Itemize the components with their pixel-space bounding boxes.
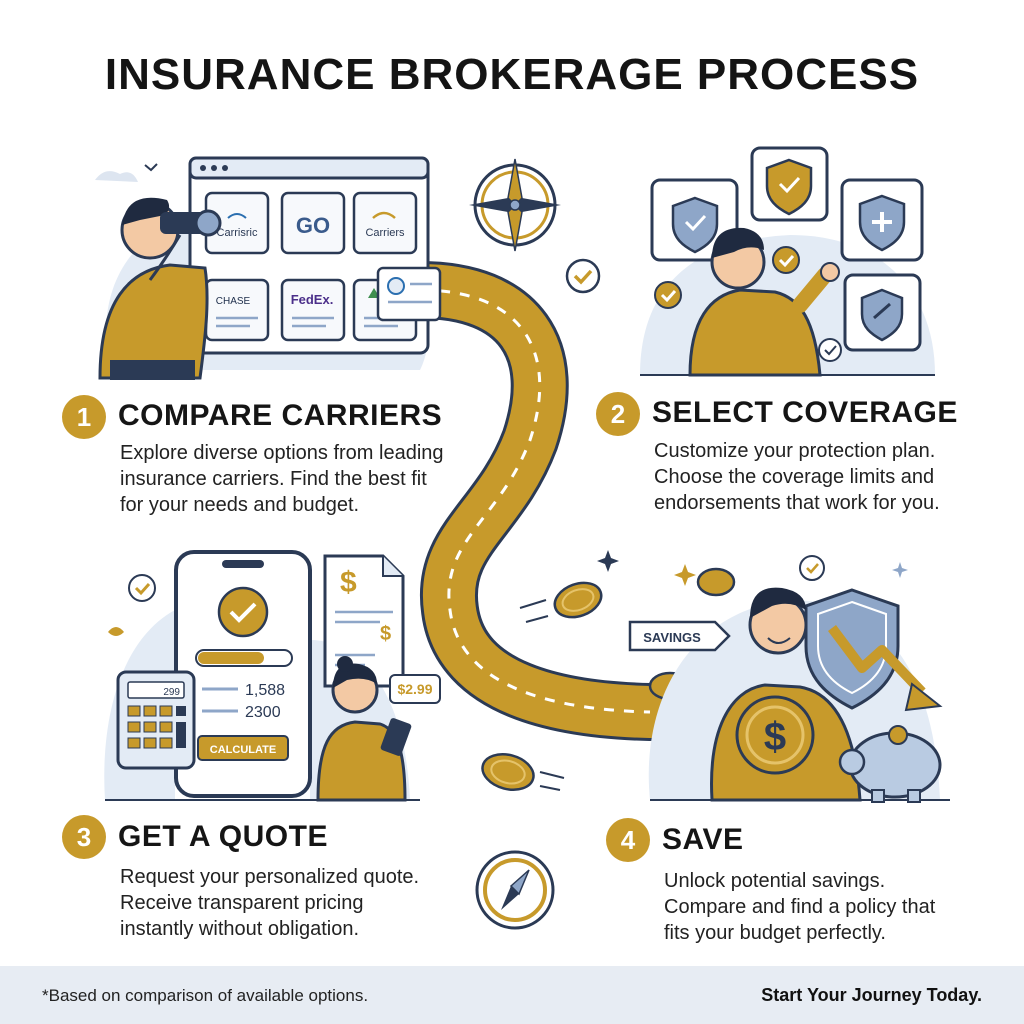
check-badge-icon <box>565 258 601 294</box>
step-2-line: endorsements that work for you. <box>654 492 940 514</box>
step-2-line: Customize your protection plan. <box>654 440 936 462</box>
invoice-dollar-small: $ <box>380 623 391 645</box>
step-4-badge: 4 <box>606 818 650 862</box>
step-4-line: Unlock potential savings. <box>664 870 886 892</box>
step-3-line: instantly without obligation. <box>120 918 360 940</box>
compare-carriers-illustration: Carrisric GO Carriers CHASE FedEx. <box>95 156 442 380</box>
step-3-title: GET A QUOTE <box>118 820 328 853</box>
page-title: INSURANCE BROKERAGE PROCESS <box>104 50 920 99</box>
step-1-description: Explore diverse options from leading ins… <box>120 440 444 518</box>
compass-icon <box>475 850 555 930</box>
quote-value-2: 2300 <box>245 704 281 721</box>
step-4-line: Compare and find a policy that <box>664 896 936 918</box>
get-quote-illustration: 1,588 2300 CALCULATE 299 $ $ $2.99 <box>104 550 441 802</box>
step-2-description: Customize your protection plan. Choose t… <box>654 438 940 516</box>
step-1-title: COMPARE CARRIERS <box>118 399 443 432</box>
call-to-action: Start Your Journey Today. <box>761 985 982 1005</box>
footnote: *Based on comparison of available option… <box>42 986 369 1005</box>
step-1-line: for your needs and budget. <box>120 494 360 516</box>
step-4-title: SAVE <box>662 823 744 856</box>
calculator-display: 299 <box>163 687 180 698</box>
carrier-logo-4: CHASE <box>216 296 251 307</box>
coin-dollar: $ <box>764 715 786 759</box>
carrier-logo-2: GO <box>296 213 330 238</box>
select-coverage-illustration <box>640 146 935 377</box>
step-1-line: insurance carriers. Find the best fit <box>120 468 427 490</box>
step-4-line: fits your budget perfectly. <box>664 922 886 944</box>
winding-road <box>391 261 679 741</box>
carrier-logo-1: Carrisric <box>217 227 258 239</box>
step-3-line: Request your personalized quote. <box>120 866 420 888</box>
step-3-badge: 3 <box>62 815 106 859</box>
step-3-line: Receive transparent pricing <box>120 892 364 914</box>
save-illustration: SAVINGS $ <box>628 555 950 803</box>
step-2-line: Choose the coverage limits and <box>654 466 935 488</box>
step-2-badge: 2 <box>596 392 640 436</box>
footer-bar <box>0 966 1024 1024</box>
invoice-dollar: $ <box>340 566 357 599</box>
carrier-logo-3: Carriers <box>365 227 405 239</box>
step-1-line: Explore diverse options from leading <box>120 442 444 464</box>
carrier-logo-5: FedEx. <box>291 292 334 307</box>
step-4-description: Unlock potential savings. Compare and fi… <box>664 868 935 946</box>
step-2-title: SELECT COVERAGE <box>652 396 958 429</box>
price-bubble: $2.99 <box>397 681 432 697</box>
compass-rose-icon <box>469 158 561 252</box>
step-1-badge: 1 <box>62 395 106 439</box>
calculate-button: CALCULATE <box>210 744 276 756</box>
quote-value-1: 1,588 <box>245 682 285 699</box>
step-3-description: Request your personalized quote. Receive… <box>120 864 419 942</box>
savings-tag: SAVINGS <box>643 630 701 645</box>
